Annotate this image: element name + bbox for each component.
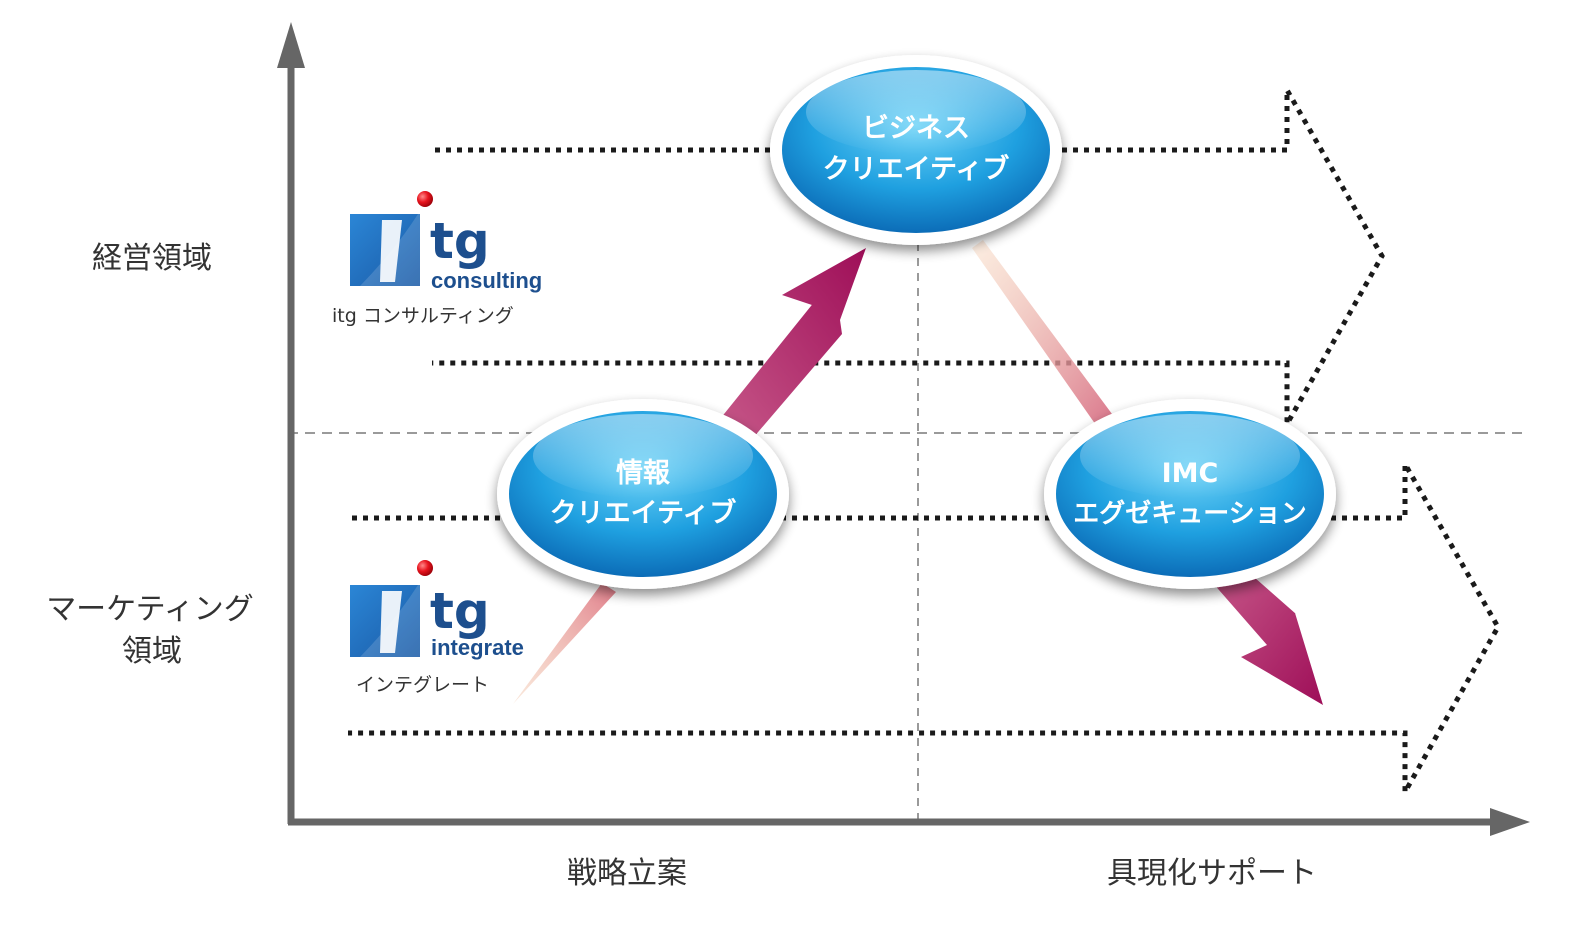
x-label-strategy: 戦略立案 <box>567 856 687 891</box>
integrate-logo-swoosh <box>360 585 420 657</box>
x-axis-arrowhead <box>1490 808 1530 836</box>
magenta-arrow-imc-down <box>1212 562 1323 705</box>
consulting-logo-caption: itg コンサルティング <box>332 305 514 327</box>
business-node-line2: クリエイティブ <box>823 153 1010 185</box>
y-axis-arrowhead <box>277 22 305 68</box>
integrate-logo-caption: インテグレート <box>356 674 489 696</box>
x-label-support: 具現化サポート <box>1107 856 1317 891</box>
axes <box>277 22 1530 836</box>
pink-connector-business-imc <box>972 240 1115 428</box>
business-node-line1: ビジネス <box>862 113 970 144</box>
consulting-logo-i-mark <box>380 220 402 282</box>
magenta-arrow-info-to-business <box>716 248 866 445</box>
info-node-line2: クリエイティブ <box>550 497 737 529</box>
y-label-marketing-line1: マーケティング <box>46 592 254 627</box>
integrate-logo-sub: integrate <box>431 635 524 660</box>
integrate-logo-red-dot <box>417 560 433 576</box>
y-label-marketing-line2: 領域 <box>122 634 182 669</box>
itg-integrate-logo: tg integrate インテグレート <box>350 560 524 696</box>
business-creative-node: ビジネス クリエイティブ <box>770 55 1062 245</box>
info-node-line1: 情報 <box>616 458 671 489</box>
pink-connector-info-lower <box>513 583 616 704</box>
integrate-logo-tg: tg <box>430 582 490 640</box>
lower-dotted-band-arrow <box>348 454 1501 802</box>
consulting-logo-swoosh <box>360 214 420 286</box>
y-label-management: 経営領域 <box>92 241 212 276</box>
consulting-logo-tg: tg <box>430 212 490 270</box>
itg-consulting-logo: tg consulting itg コンサルティング <box>332 191 542 327</box>
info-creative-node: 情報 クリエイティブ <box>497 399 789 589</box>
upper-dotted-band-arrow <box>432 80 1385 434</box>
imc-node-line2: エグゼキューション <box>1073 499 1306 529</box>
imc-node-line1: IMC <box>1162 458 1219 489</box>
integrate-logo-i-mark <box>380 591 402 653</box>
consulting-logo-red-dot <box>417 191 433 207</box>
consulting-logo-sub: consulting <box>431 268 542 293</box>
imc-execution-node: IMC エグゼキューション <box>1044 399 1336 589</box>
